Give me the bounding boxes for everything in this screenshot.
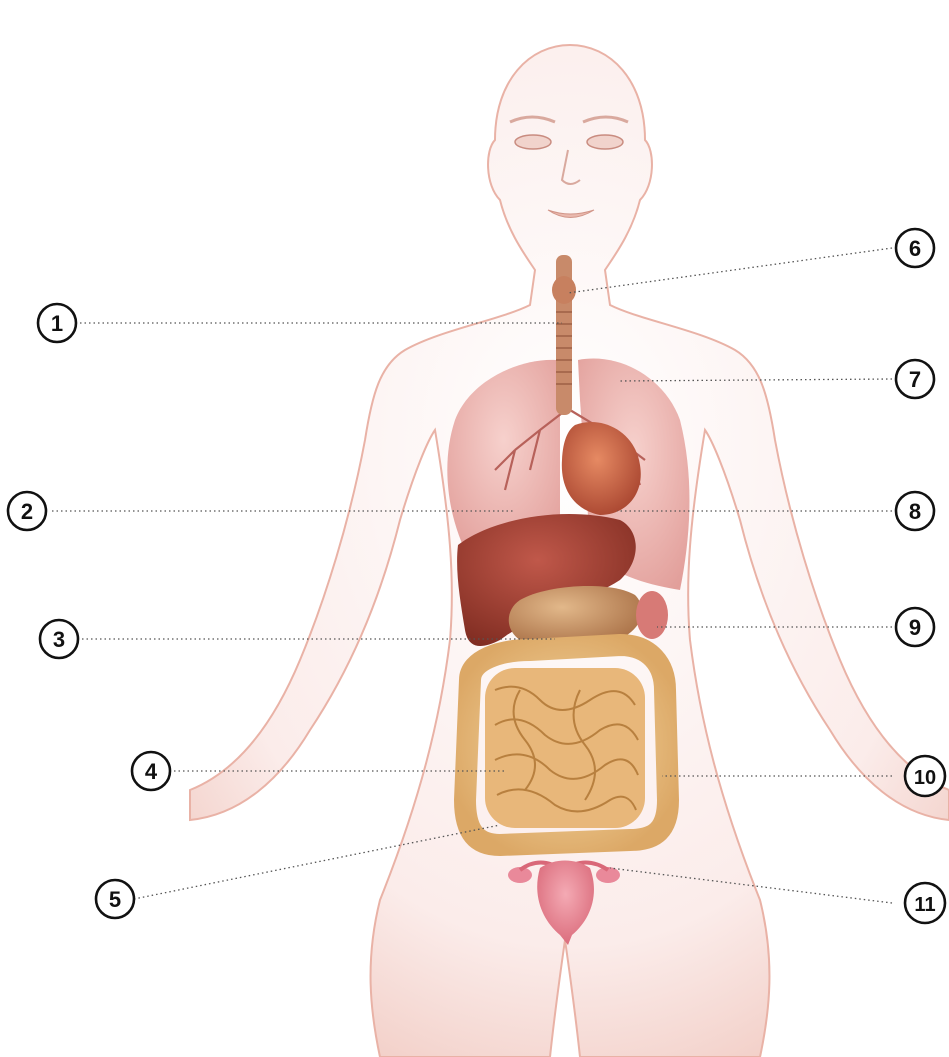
callout-2: 2 bbox=[8, 492, 46, 530]
callout-1: 1 bbox=[38, 304, 76, 342]
callout-11: 11 bbox=[905, 883, 945, 923]
right-eye bbox=[587, 135, 623, 149]
callout-3-number: 3 bbox=[53, 627, 65, 652]
callout-1-number: 1 bbox=[51, 311, 63, 336]
callout-5-number: 5 bbox=[109, 887, 121, 912]
callout-2-number: 2 bbox=[21, 499, 33, 524]
callout-7: 7 bbox=[896, 360, 934, 398]
callout-5: 5 bbox=[96, 880, 134, 918]
callout-10: 10 bbox=[905, 756, 945, 796]
callout-8-number: 8 bbox=[909, 499, 921, 524]
spleen bbox=[636, 591, 668, 639]
callout-11-number: 11 bbox=[914, 894, 935, 916]
callout-6: 6 bbox=[896, 229, 934, 267]
callout-10-number: 10 bbox=[914, 767, 936, 789]
callout-4: 4 bbox=[132, 752, 170, 790]
callout-9: 9 bbox=[896, 608, 934, 646]
callout-8: 8 bbox=[896, 492, 934, 530]
callout-4-number: 4 bbox=[145, 759, 158, 784]
left-eye bbox=[515, 135, 551, 149]
larynx bbox=[552, 276, 576, 304]
callout-6-number: 6 bbox=[909, 236, 921, 261]
callout-9-number: 9 bbox=[909, 615, 921, 640]
callout-3: 3 bbox=[40, 620, 78, 658]
callout-7-number: 7 bbox=[909, 367, 921, 392]
